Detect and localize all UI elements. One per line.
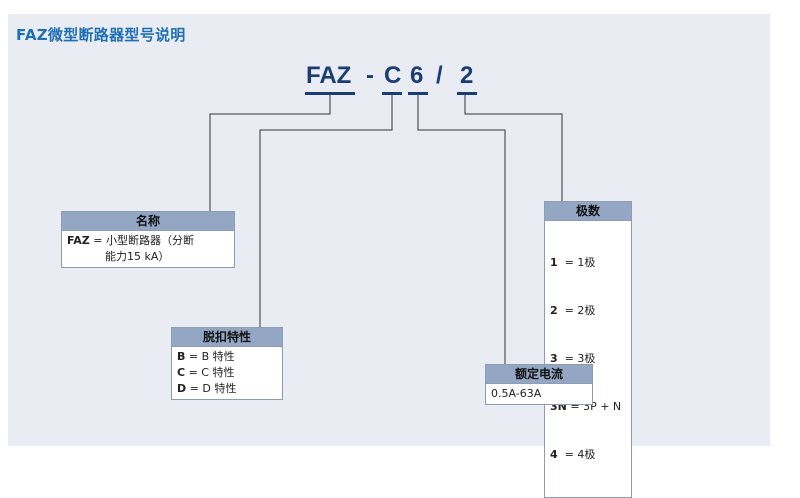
trip-row: B = B 特性 xyxy=(177,349,277,365)
name-box: 名称 FAZ = 小型断路器（分断 能力15 kA） xyxy=(61,211,235,268)
code-poles: 2 xyxy=(460,62,474,89)
trip-box: 脱扣特性 B = B 特性 C = C 特性 D = D 特性 xyxy=(171,327,283,400)
trip-key: B xyxy=(177,350,186,363)
current-box: 额定电流 0.5A-63A xyxy=(485,364,593,405)
name-box-body: FAZ = 小型断路器（分断 能力15 kA） xyxy=(62,231,234,267)
trip-box-body: B = B 特性 C = C 特性 D = D 特性 xyxy=(172,347,282,399)
poles-row: 2 = 2极 xyxy=(550,303,626,319)
trip-key: C xyxy=(177,366,186,379)
diagram-title: FAZ微型断路器型号说明 xyxy=(16,26,186,44)
poles-box: 极数 1 = 1极 2 = 2极 3 = 3极 3N = 3P + N 4 = … xyxy=(544,201,632,498)
trip-text: = D 特性 xyxy=(186,382,237,395)
code-series: FAZ xyxy=(306,62,352,89)
connector-poles xyxy=(464,95,563,202)
code-rated: 6 xyxy=(410,62,424,89)
poles-key: 4 xyxy=(550,448,558,461)
code-curve-underline xyxy=(382,92,402,95)
code-sep2: / xyxy=(436,62,443,89)
poles-row: 4 = 4极 xyxy=(550,447,626,463)
trip-row: D = D 特性 xyxy=(177,381,277,397)
trip-key: D xyxy=(177,382,187,395)
connector-curve xyxy=(259,95,393,328)
name-text-line2: 能力15 kA） xyxy=(105,250,170,263)
code-sep1: - xyxy=(366,62,374,89)
current-box-header: 额定电流 xyxy=(486,365,592,384)
connector-rated xyxy=(417,95,506,365)
name-box-header: 名称 xyxy=(62,212,234,231)
poles-key: 1 xyxy=(550,256,558,269)
connector-lines xyxy=(209,95,563,365)
current-text: 0.5A-63A xyxy=(491,387,542,400)
poles-key: 2 xyxy=(550,304,558,317)
trip-row: C = C 特性 xyxy=(177,365,277,381)
poles-row: 3 = 3极 xyxy=(550,351,626,367)
poles-box-body: 1 = 1极 2 = 2极 3 = 3极 3N = 3P + N 4 = 4极 xyxy=(545,221,631,497)
code-rated-underline xyxy=(408,92,428,95)
poles-row: 1 = 1极 xyxy=(550,255,626,271)
trip-text: = B 特性 xyxy=(185,350,235,363)
poles-text: = 1极 xyxy=(557,256,596,269)
poles-box-header: 极数 xyxy=(545,202,631,221)
code-poles-underline xyxy=(457,92,477,95)
poles-key: 3 xyxy=(550,352,558,365)
name-text-line1: = 小型断路器（分断 xyxy=(89,234,194,247)
trip-box-header: 脱扣特性 xyxy=(172,328,282,347)
poles-text: = 4极 xyxy=(557,448,596,461)
poles-text: = 2极 xyxy=(557,304,596,317)
name-key: FAZ xyxy=(67,234,90,247)
poles-text: = 3极 xyxy=(557,352,596,365)
code-curve: C xyxy=(384,62,402,89)
code-series-underline xyxy=(305,92,355,95)
connector-series xyxy=(209,95,331,212)
trip-text: = C 特性 xyxy=(185,366,235,379)
